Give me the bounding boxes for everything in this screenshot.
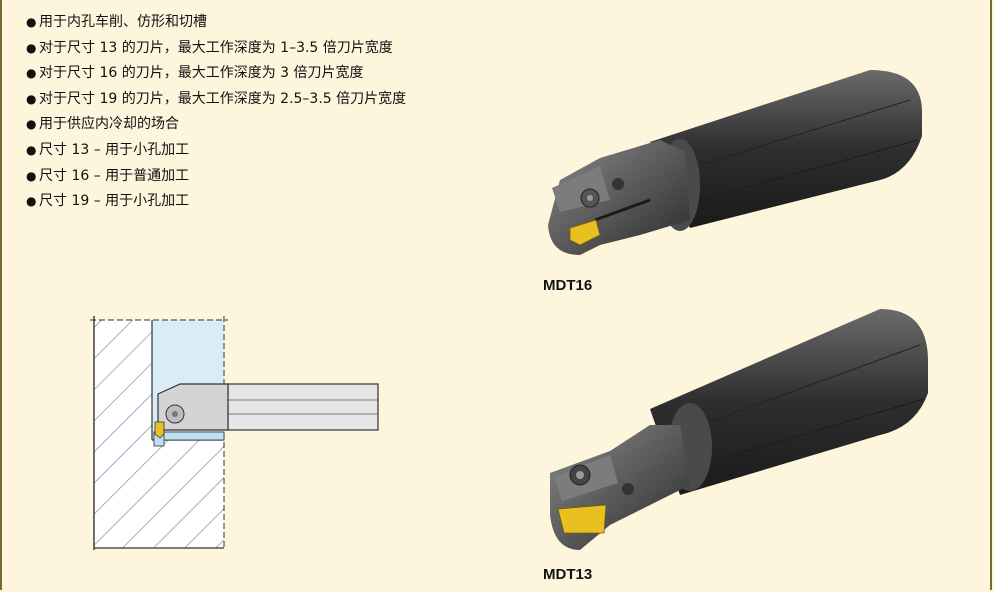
bullet-icon: ● xyxy=(26,66,37,81)
feature-item: ●尺寸 19 – 用于小孔加工 xyxy=(26,189,406,215)
feature-item: ●对于尺寸 19 的刀片，最大工作深度为 2.5–3.5 倍刀片宽度 xyxy=(26,87,406,113)
bullet-icon: ● xyxy=(26,194,37,209)
bullet-icon: ● xyxy=(26,91,37,106)
bullet-icon: ● xyxy=(26,142,37,157)
internal-boring-schematic-icon xyxy=(90,316,379,550)
feature-item: ●尺寸 16 – 用于普通加工 xyxy=(26,164,406,190)
caption-mdt16: MDT16 xyxy=(543,277,593,294)
feature-item: ●对于尺寸 13 的刀片，最大工作深度为 1–3.5 倍刀片宽度 xyxy=(26,36,406,62)
feature-item: ●用于内孔车削、仿形和切槽 xyxy=(26,10,406,36)
bullet-icon: ● xyxy=(26,15,37,29)
feature-item: ●对于尺寸 16 的刀片，最大工作深度为 3 倍刀片宽度 xyxy=(26,61,406,87)
feature-list: ●用于内孔车削、仿形和切槽 ●对于尺寸 13 的刀片，最大工作深度为 1–3.5… xyxy=(26,10,406,215)
caption-mdt13: MDT13 xyxy=(543,566,593,583)
feature-item: ●用于供应内冷却的场合 xyxy=(26,112,406,138)
bullet-icon: ● xyxy=(26,40,37,55)
bullet-icon: ● xyxy=(26,168,37,183)
bullet-icon: ● xyxy=(26,117,37,132)
boring-bar-mdt16-icon xyxy=(548,70,922,255)
boring-bar-mdt13-icon xyxy=(550,309,928,550)
feature-item: ●尺寸 13 – 用于小孔加工 xyxy=(26,138,406,164)
